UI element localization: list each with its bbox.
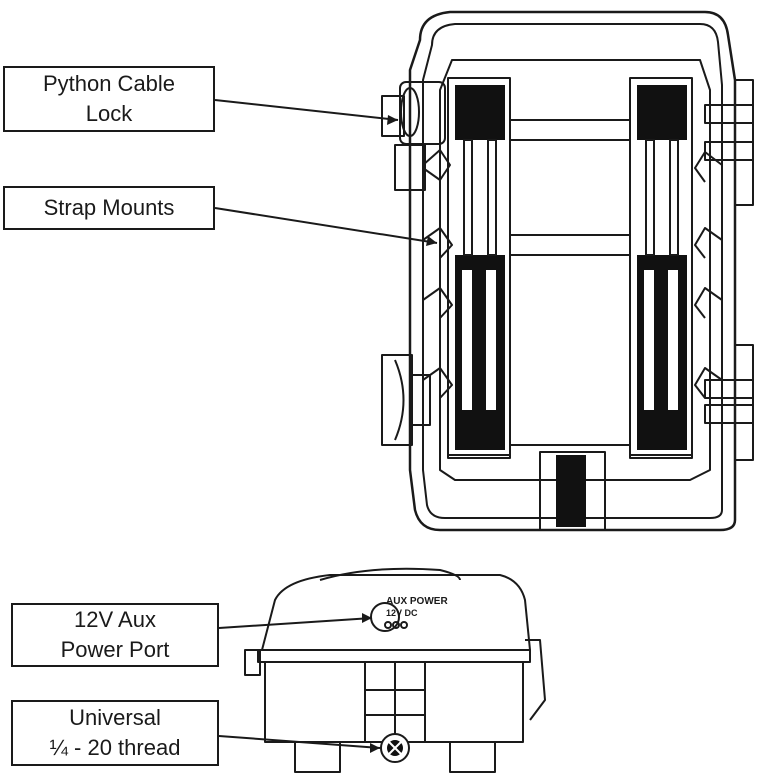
side-latch-left: [381, 354, 431, 446]
callout-python-cable-lock: Python Cable Lock: [3, 66, 215, 132]
aux-power-label: AUX POWER: [386, 596, 448, 607]
strap-mount-left: [447, 77, 511, 459]
callout-strap-mounts: Strap Mounts: [3, 186, 215, 230]
callout-text-line: 12V Aux: [74, 607, 156, 632]
callout-text-line: Lock: [85, 101, 133, 126]
callout-text-line: Python Cable: [42, 71, 176, 96]
callout-universal-thread: Universal ¼ - 20 thread: [11, 700, 219, 766]
strap-mount-right: [629, 77, 693, 459]
callout-text-line: Strap Mounts: [43, 195, 175, 220]
callout-aux-power-port: 12V Aux Power Port: [11, 603, 219, 667]
aux-power-voltage-label: 12V DC: [386, 608, 418, 618]
side-latch-right-upper: [704, 79, 754, 206]
leader-python-lock: [214, 99, 399, 121]
aux-power-port: [370, 602, 408, 632]
leader-strap-mounts: [214, 207, 438, 244]
side-latch-right-lower: [704, 344, 754, 461]
bottom-hinge: [539, 451, 606, 531]
leader-thread: [218, 735, 381, 749]
callout-text-line: Universal: [69, 705, 161, 730]
leader-aux-power: [218, 617, 373, 629]
callout-text-line: Power Port: [60, 637, 170, 662]
tripod-thread: [380, 733, 410, 763]
python-cable-lock: [381, 81, 446, 191]
leader-lines: [214, 99, 438, 749]
camera-back-view: [381, 10, 754, 532]
callout-text-line: ¼ - 20 thread: [49, 735, 181, 760]
camera-bottom-view: [244, 567, 546, 773]
